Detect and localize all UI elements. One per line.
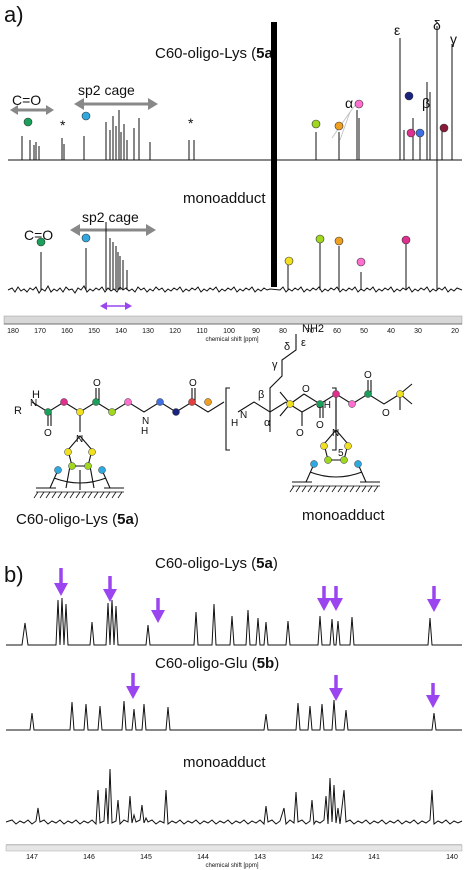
fullerene-hatch-left xyxy=(33,491,124,499)
axis-b xyxy=(5,844,463,852)
svg-text:5: 5 xyxy=(338,448,344,459)
structure-left-labels: R H N O O N H O N H N α β γ δ ε NH2 O OH… xyxy=(14,323,344,459)
svg-text:20: 20 xyxy=(451,328,459,335)
svg-text:160: 160 xyxy=(61,328,73,335)
svg-text:N: N xyxy=(76,434,83,445)
left-caption: C60-oligo-Lys (5a) xyxy=(16,511,139,528)
svg-text:N: N xyxy=(332,428,339,439)
axis-b-title: chemical shift [ppm] xyxy=(205,863,258,869)
svg-text:ε: ε xyxy=(301,337,306,349)
svg-text:90: 90 xyxy=(252,328,260,335)
svg-text:O: O xyxy=(382,408,390,419)
co-range-arrow-1 xyxy=(10,105,54,115)
spectrum-b2 xyxy=(6,699,462,731)
spectrum-b1 xyxy=(6,597,462,646)
alpha-label: α xyxy=(345,95,353,111)
spectrum-a2-title: monoadduct xyxy=(183,190,266,207)
svg-text:O: O xyxy=(44,428,52,439)
svg-text:N: N xyxy=(30,398,37,409)
svg-text:147: 147 xyxy=(26,854,38,861)
spectrum-a1-title: C60-oligo-Lys (5a) xyxy=(155,45,278,62)
axis-a xyxy=(3,315,463,325)
svg-text:N: N xyxy=(240,410,247,421)
fullerene-hatch-right xyxy=(289,485,380,493)
axis-a-title: chemical shift [ppm] xyxy=(205,337,258,343)
svg-text:60: 60 xyxy=(333,328,341,335)
arrows-b2 xyxy=(126,673,440,708)
svg-text:145: 145 xyxy=(140,854,152,861)
svg-text:30: 30 xyxy=(414,328,422,335)
arrows-b1 xyxy=(54,568,441,623)
svg-text:H: H xyxy=(32,389,40,401)
svg-text:144: 144 xyxy=(197,854,209,861)
svg-text:141: 141 xyxy=(368,854,380,861)
structure-right-dots xyxy=(286,390,404,468)
svg-text:O: O xyxy=(364,370,372,381)
svg-text:100: 100 xyxy=(223,328,235,335)
svg-text:O: O xyxy=(296,428,304,439)
svg-text:H: H xyxy=(141,426,148,437)
spectrum-b3 xyxy=(5,768,463,826)
svg-text:40: 40 xyxy=(387,328,395,335)
svg-text:146: 146 xyxy=(83,854,95,861)
svg-text:150: 150 xyxy=(88,328,100,335)
spectrum-b1-title: C60-oligo-Lys (5a) xyxy=(155,555,278,572)
svg-text:γ: γ xyxy=(272,359,278,371)
sp2-label-2: sp2 cage xyxy=(82,209,139,225)
axis-a-tick-labels: 180 170 160 150 140 130 120 110 100 90 8… xyxy=(7,328,459,335)
svg-text:142: 142 xyxy=(311,854,323,861)
panel-b-label: b) xyxy=(4,562,24,587)
purple-range-arrow xyxy=(100,302,132,310)
svg-text:δ: δ xyxy=(284,341,290,353)
svg-text:β: β xyxy=(258,389,264,401)
svg-text:O: O xyxy=(93,378,101,389)
svg-text:N: N xyxy=(142,416,149,427)
right-caption: monoadduct xyxy=(302,507,385,524)
co-label-2: C=O xyxy=(24,227,53,243)
svg-text:130: 130 xyxy=(142,328,154,335)
epsilon-label: ε xyxy=(394,22,400,38)
gamma-label: γ xyxy=(450,31,457,47)
spectrum-a2 xyxy=(7,160,463,294)
svg-text:143: 143 xyxy=(254,854,266,861)
impurity-star-1: * xyxy=(60,117,66,133)
assignment-dots-2 xyxy=(36,233,411,267)
assignment-dots-1 xyxy=(23,91,449,138)
svg-text:R: R xyxy=(14,405,22,417)
sp2-range-arrow-1 xyxy=(74,98,158,110)
svg-text:140: 140 xyxy=(446,854,458,861)
panel-a-label: a) xyxy=(4,2,24,27)
svg-text:110: 110 xyxy=(196,328,207,335)
beta-label: β xyxy=(422,95,430,111)
svg-text:50: 50 xyxy=(360,328,368,335)
delta-label: δ xyxy=(433,17,441,33)
axis-b-tick-labels: 147 146 145 144 143 142 141 140 xyxy=(26,854,458,861)
svg-text:140: 140 xyxy=(115,328,127,335)
solvent-peak xyxy=(271,22,277,287)
svg-text:180: 180 xyxy=(7,328,19,335)
structure-left-dots xyxy=(44,398,212,474)
svg-text:α: α xyxy=(264,417,271,429)
svg-text:120: 120 xyxy=(169,328,181,335)
svg-text:O: O xyxy=(302,384,310,395)
svg-text:70: 70 xyxy=(306,328,314,335)
spectrum-a1 xyxy=(8,26,462,161)
svg-text:170: 170 xyxy=(34,328,46,335)
svg-text:O: O xyxy=(316,420,324,431)
sp2-range-arrow-2 xyxy=(70,224,156,236)
svg-text:O: O xyxy=(189,378,197,389)
svg-text:NH2: NH2 xyxy=(302,323,324,335)
co-label-1: C=O xyxy=(12,92,41,108)
svg-text:H: H xyxy=(231,418,238,429)
spectrum-b2-title: C60-oligo-Glu (5b) xyxy=(155,655,279,672)
svg-text:80: 80 xyxy=(279,328,287,335)
impurity-star-2: * xyxy=(188,115,194,131)
structure-right-labels: O O O O N xyxy=(302,370,390,439)
sp2-label-1: sp2 cage xyxy=(78,82,135,98)
spectrum-b3-title: monoadduct xyxy=(183,754,266,771)
